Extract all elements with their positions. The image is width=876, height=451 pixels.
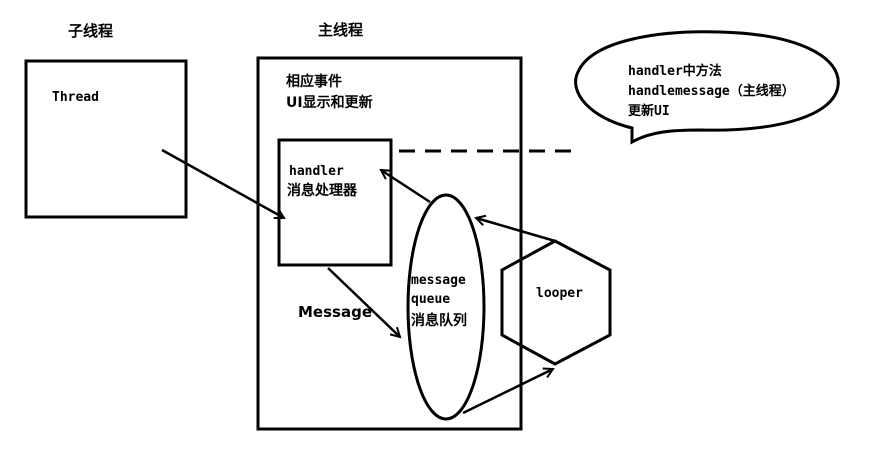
thread-to-handler-arrow [161, 148, 284, 220]
speech-bubble [574, 30, 840, 145]
main-box-line1: 相应事件 [286, 73, 342, 90]
looper-to-queue-arrow [476, 218, 556, 243]
handler-label-line1: handler [289, 164, 344, 179]
queue-to-looper-arrow [462, 369, 553, 415]
thread-label: Thread [52, 90, 99, 105]
looper-hexagon [500, 239, 612, 366]
queue-label-line3: 消息队列 [411, 312, 467, 329]
queue-label-line2: queue [411, 292, 450, 307]
message-queue-ellipse [406, 193, 486, 421]
handler-to-queue-arrow [327, 267, 400, 337]
message-arrow-label: Message [298, 303, 372, 321]
main-thread-title: 主线程 [318, 21, 363, 39]
queue-label-line1: message [411, 273, 466, 288]
handler-box [277, 138, 393, 267]
looper-label: looper [536, 286, 583, 301]
thread-box [24, 59, 188, 219]
main-thread-box [256, 56, 523, 431]
bubble-line1: handler中方法 [628, 63, 722, 79]
sub-thread-title: 子线程 [68, 22, 113, 40]
queue-to-handler-arrow [381, 170, 431, 204]
bubble-line3: 更新UI [628, 103, 670, 119]
bubble-line2: handlemessage（主线程） [628, 83, 795, 99]
handler-label-line2: 消息处理器 [287, 182, 358, 199]
main-box-line2: UI显示和更新 [286, 94, 373, 111]
